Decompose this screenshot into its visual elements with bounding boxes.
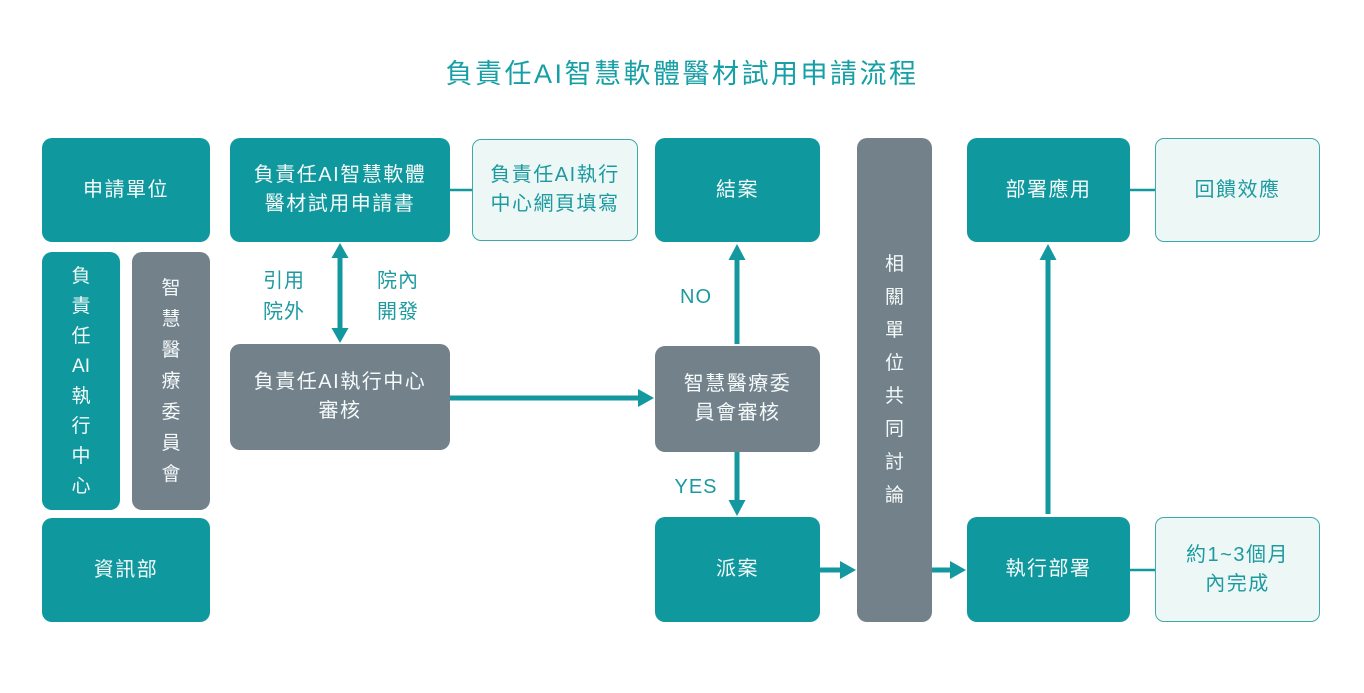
- node-deploy-application: 部署應用: [967, 138, 1130, 242]
- arrow-center-review-to-committee: [450, 389, 654, 407]
- vertical-char: 共: [884, 386, 904, 407]
- note-webfill: 負責任AI執行 中心網頁填寫: [472, 139, 638, 241]
- node-dispatch: 派案: [655, 517, 820, 622]
- node-it-department: 資訊部: [42, 518, 210, 622]
- vertical-char: 單: [884, 320, 904, 341]
- node-applicant-unit: 申請單位: [42, 138, 210, 242]
- vertical-char: 委: [161, 401, 181, 423]
- label-yes: YES: [674, 476, 718, 498]
- note-duration: 約1~3個月 內完成: [1155, 517, 1320, 622]
- vertical-char: 同: [884, 419, 904, 440]
- vertical-char: AI: [72, 355, 90, 377]
- vertical-char: 中: [71, 445, 91, 467]
- node-joint-discussion: 相關單位共同討論: [857, 138, 932, 622]
- arrow-committee-to-dispatch: [728, 452, 746, 516]
- arrow-execute-to-deploy: [1039, 244, 1057, 514]
- node-responsible-ai-center: 負責任 AI 執行中心: [42, 252, 120, 510]
- vertical-char: 心: [71, 475, 91, 497]
- vertical-char: 責: [71, 295, 91, 317]
- vertical-char: 關: [884, 287, 904, 308]
- vertical-char: 醫: [161, 339, 181, 361]
- node-case-closed: 結案: [655, 138, 820, 242]
- arrow-form-review-double: [331, 243, 349, 343]
- label-cite-external: 引用 院外: [263, 270, 305, 323]
- arrow-discussion-to-execute: [932, 561, 966, 579]
- node-committee-review: 智慧醫療委 員會審核: [655, 346, 820, 452]
- node-center-review: 負責任AI執行中心 審核: [230, 344, 450, 450]
- node-smart-medical-committee: 智慧醫療委員會: [132, 252, 210, 510]
- vertical-char: 論: [884, 485, 904, 506]
- vertical-char: 員: [161, 432, 181, 454]
- arrow-committee-to-close: [728, 244, 746, 344]
- arrow-dispatch-to-discussion: [820, 561, 856, 579]
- vertical-char: 位: [884, 353, 904, 374]
- note-feedback-effect: 回饋效應: [1155, 138, 1320, 242]
- vertical-char: 討: [884, 452, 904, 473]
- vertical-char: 行: [71, 415, 91, 437]
- node-application-form: 負責任AI智慧軟體 醫材試用申請書: [230, 138, 450, 242]
- diagram-title: 負責任AI智慧軟體醫材試用申請流程: [445, 59, 919, 89]
- vertical-char: 執: [71, 385, 91, 407]
- vertical-char: 智: [161, 277, 181, 299]
- label-no: NO: [680, 286, 712, 308]
- label-inhouse-develop: 院內 開發: [377, 270, 419, 323]
- vertical-char: 療: [161, 370, 181, 392]
- node-execute-deployment: 執行部署: [967, 517, 1130, 622]
- vertical-char: 相: [884, 254, 904, 275]
- vertical-char: 任: [71, 325, 91, 347]
- vertical-char: 負: [71, 265, 91, 287]
- vertical-char: 慧: [161, 308, 181, 330]
- vertical-char: 會: [161, 463, 181, 485]
